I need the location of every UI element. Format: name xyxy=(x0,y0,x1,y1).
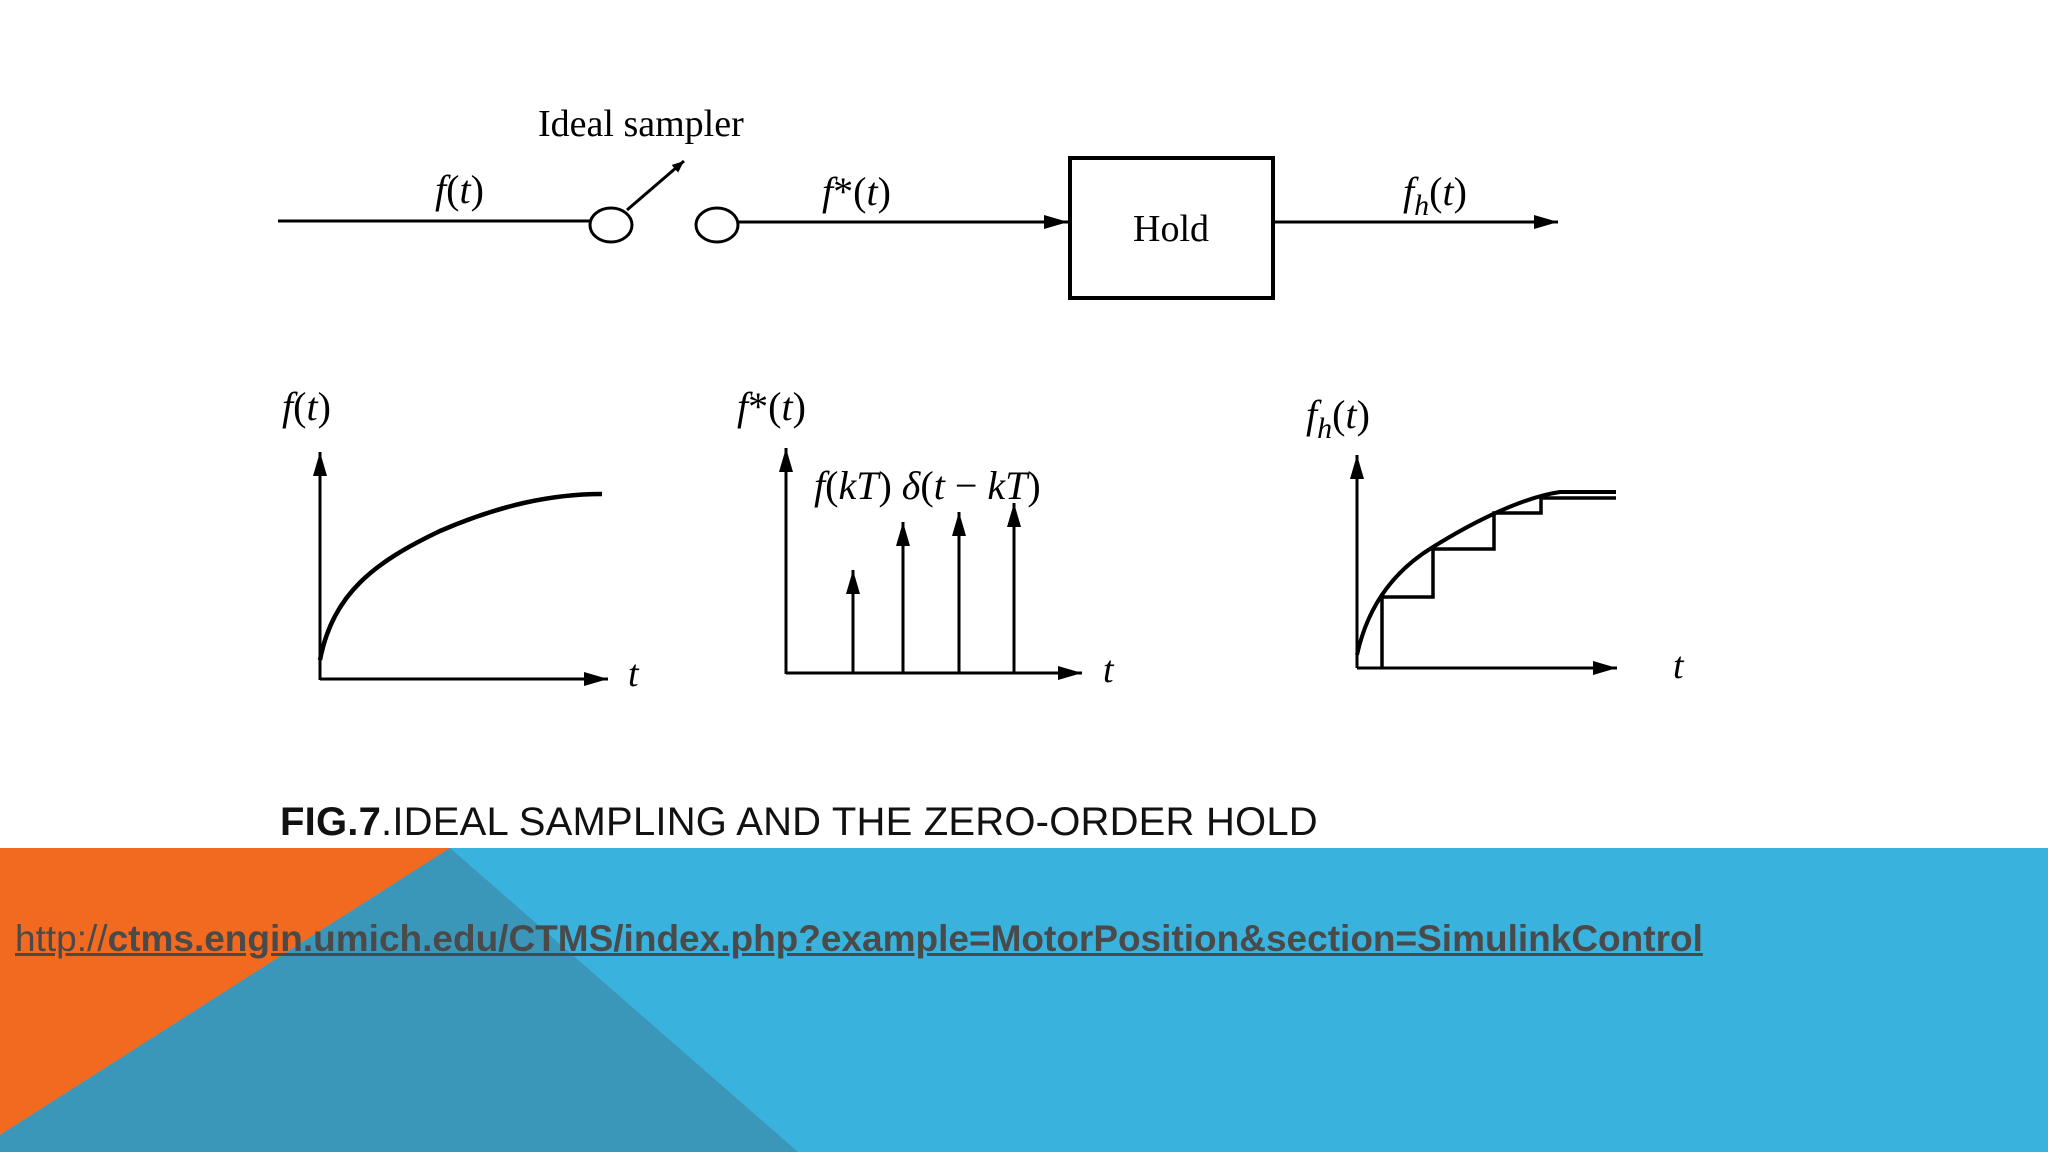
sampler-label: Ideal sampler xyxy=(538,103,744,145)
caption-prefix: FIG.7 xyxy=(280,800,382,844)
sampler-switch-arm xyxy=(626,159,685,212)
x-axis-label: t xyxy=(1103,649,1115,691)
overlap-triangle xyxy=(0,848,798,1152)
link-path: ctms.engin.umich.edu/CTMS/index.php?exam… xyxy=(107,918,1703,959)
input-signal-label: f(t) xyxy=(435,167,484,212)
staircase xyxy=(1380,496,1616,668)
output-signal-label: fh(t) xyxy=(1403,169,1467,222)
impulse-annotation: f(kT) δ(t − kT) xyxy=(814,463,1041,508)
impulse-train-plot: f*(t) f(kT) δ(t − kT) t xyxy=(737,384,1115,691)
sampled-signal-label: f*(t) xyxy=(822,169,891,214)
hold-block-label: Hold xyxy=(1133,208,1209,250)
x-axis-label: t xyxy=(1673,645,1685,687)
held-signal-plot: fh(t) t xyxy=(1306,392,1685,687)
sampler-right-contact xyxy=(694,206,740,244)
underlying-curve xyxy=(1355,490,1616,656)
y-axis-label: f(t) xyxy=(282,384,331,429)
x-axis-label: t xyxy=(628,653,640,695)
hold-block xyxy=(1068,156,1275,300)
source-link[interactable]: http://ctms.engin.umich.edu/CTMS/index.p… xyxy=(15,918,1703,960)
block-diagram xyxy=(278,156,1558,300)
continuous-signal-plot: f(t) t xyxy=(282,384,640,695)
figure-caption: FIG.7.IDEAL SAMPLING AND THE ZERO-ORDER … xyxy=(280,800,1318,856)
signal-curve xyxy=(317,491,603,661)
y-axis-label: fh(t) xyxy=(1306,392,1370,445)
link-prefix: http:// xyxy=(15,918,108,959)
sampler-left-contact xyxy=(588,206,634,244)
y-axis-label: f*(t) xyxy=(737,384,806,429)
caption-text: .IDEAL SAMPLING AND THE ZERO-ORDER HOLD xyxy=(381,800,1318,844)
